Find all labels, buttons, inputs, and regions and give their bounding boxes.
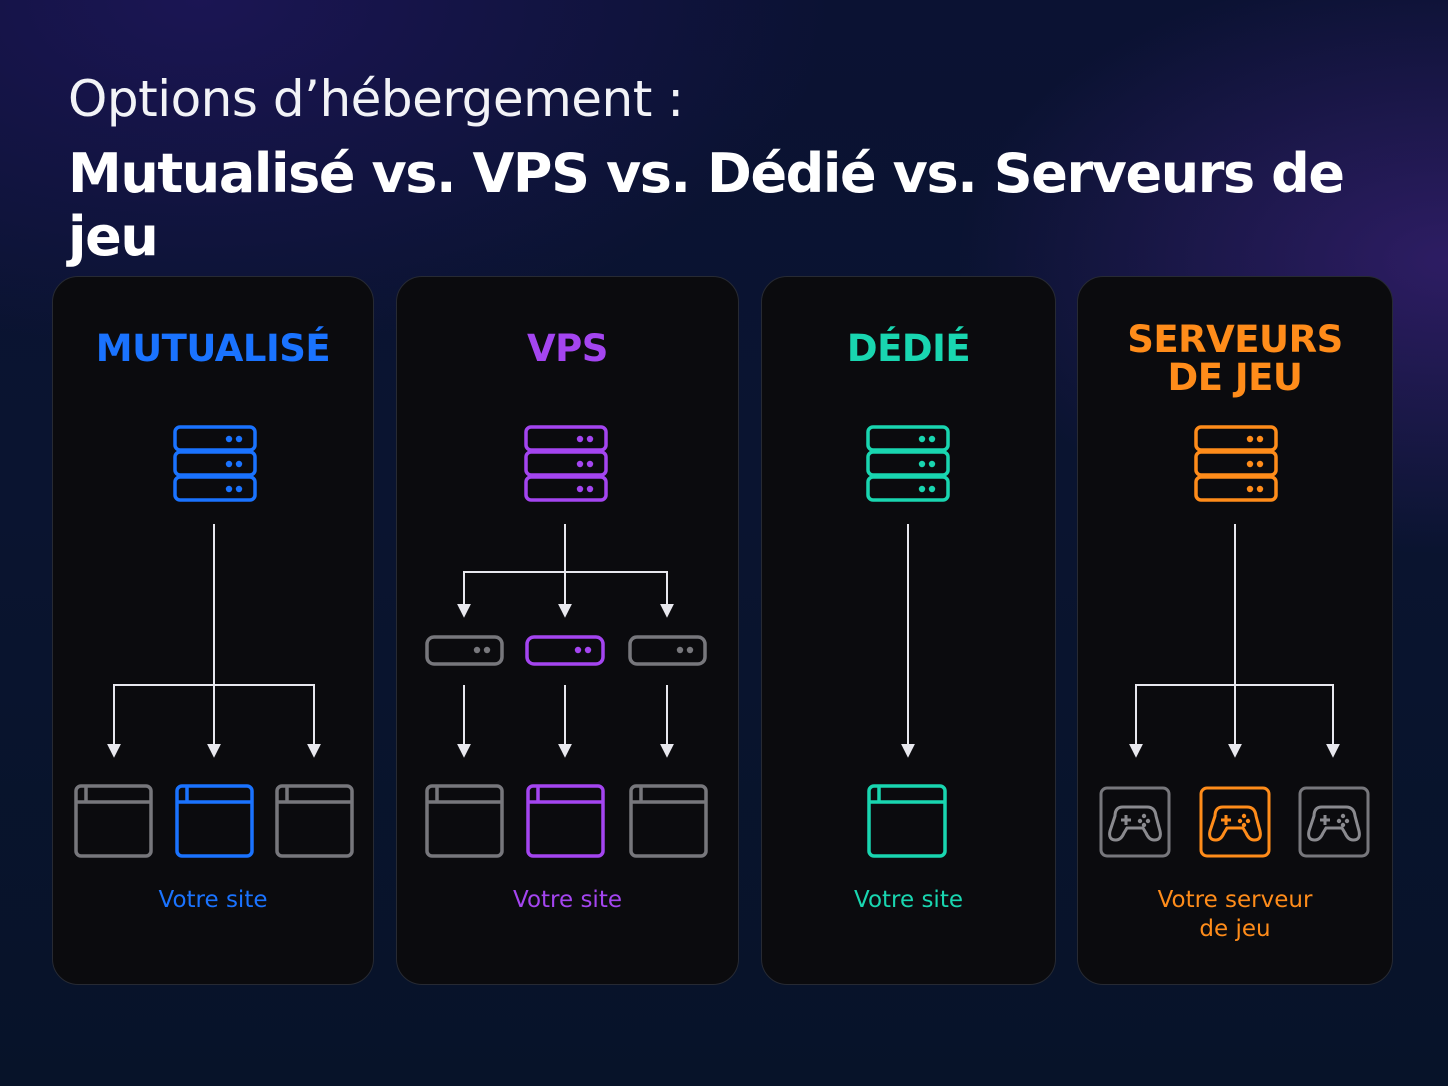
connector-lines — [1129, 524, 1340, 758]
server-icon — [866, 425, 950, 502]
card-title-shared: MUTUALISÉ — [95, 327, 331, 370]
browser-window-icon — [175, 784, 254, 858]
diagram-game — [1099, 425, 1370, 858]
browser-window-icon — [74, 784, 153, 858]
caption-vps: Votre site — [513, 887, 622, 913]
gamepad-icon — [1099, 786, 1171, 858]
diagram-shared — [74, 425, 354, 858]
server-led-icon — [1246, 435, 1264, 493]
server-icon — [1194, 425, 1278, 502]
caption-dedicated: Votre site — [854, 887, 963, 913]
page-subtitle: Mutualisé vs. VPS vs. Dédié vs. Serveurs… — [68, 142, 1345, 268]
card-title-dedicated: DÉDIÉ — [846, 327, 971, 370]
browser-window-icon — [867, 784, 947, 858]
card-shared: MUTUALISÉ — [52, 276, 374, 985]
server-icon — [524, 425, 608, 502]
card-game: SERVEURS DE JEU — [1077, 276, 1393, 985]
card-title-game: SERVEURS DE JEU — [1078, 321, 1392, 397]
card-title-game-line2: DE JEU — [1167, 356, 1303, 399]
connector-lines — [457, 524, 674, 758]
virtual-server-icon — [628, 635, 707, 666]
browser-window-icon — [526, 784, 605, 858]
server-icon — [173, 425, 257, 502]
caption-game-line2: de jeu — [1199, 916, 1271, 942]
card-title-game-line1: SERVEURS — [1127, 318, 1343, 361]
browser-window-icon — [425, 784, 504, 858]
diagram-dedicated — [866, 425, 950, 858]
browser-window-icon — [629, 784, 708, 858]
browser-window-icon — [275, 784, 354, 858]
virtual-server-icon — [425, 635, 504, 666]
server-led-icon — [576, 435, 594, 493]
caption-shared: Votre site — [158, 887, 268, 913]
page-title: Options d’hébergement : — [68, 70, 684, 128]
virtual-server-icon — [525, 635, 605, 666]
gamepad-icon — [1199, 786, 1271, 858]
card-vps: VPS — [396, 276, 739, 985]
diagram-vps — [425, 425, 708, 858]
caption-game-line1: Votre serveur — [1157, 887, 1313, 913]
gamepad-icon — [1298, 786, 1370, 858]
server-led-icon — [225, 435, 243, 493]
connector-lines — [107, 524, 321, 758]
caption-game: Votre serveur de jeu — [1078, 886, 1392, 944]
server-led-icon — [918, 435, 936, 493]
card-dedicated: DÉDIÉ Votre site — [761, 276, 1056, 985]
card-title-vps: VPS — [527, 327, 608, 370]
